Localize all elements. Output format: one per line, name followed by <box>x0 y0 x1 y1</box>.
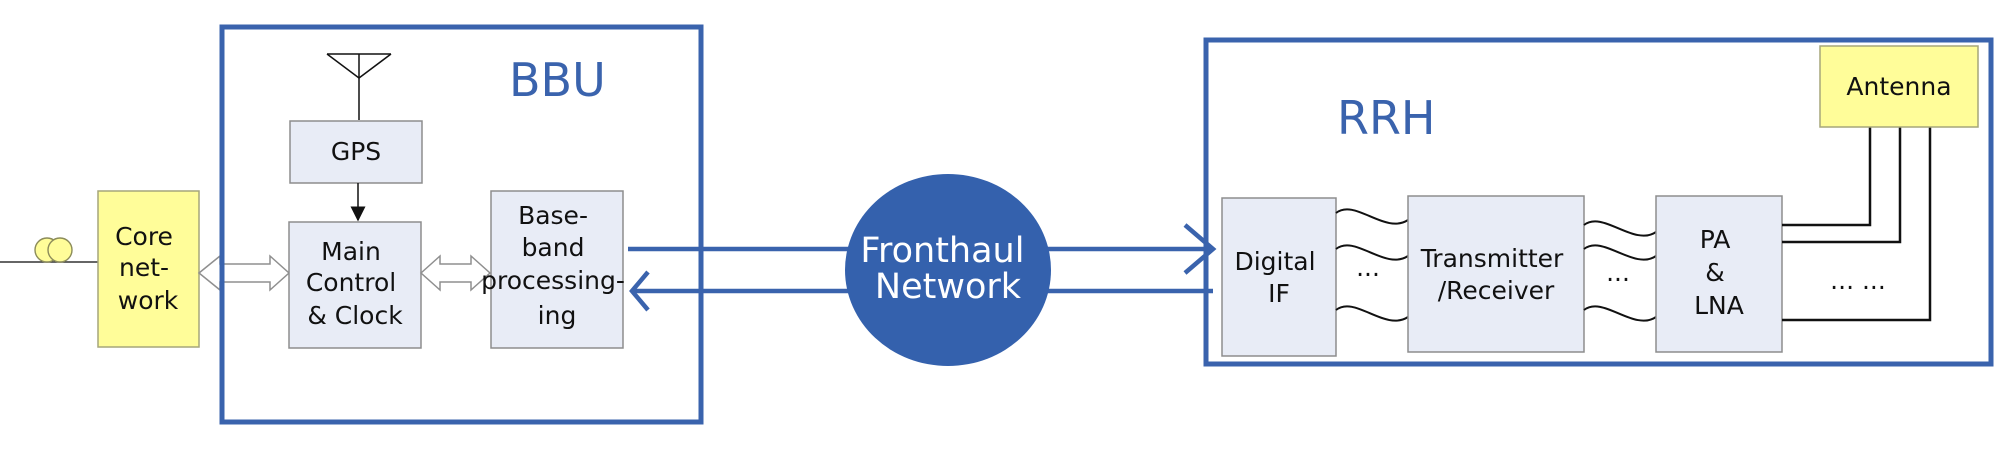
core-network-box: Core net- work <box>97 190 200 348</box>
fronthaul-line-1: Fronthaul <box>860 231 1024 271</box>
baseband-processing-label: Base- band processing- ing <box>481 201 633 330</box>
transceiver-line-1: Transmitter <box>1420 244 1564 273</box>
main-control-line-2: Control <box>306 268 396 297</box>
ellipsis-feed-lines: ... ... <box>1830 266 1886 295</box>
pa-lna-box: PA & LNA <box>1655 195 1783 353</box>
baseband-line-3: processing- <box>481 266 625 295</box>
baseband-line-4: ing <box>538 301 577 330</box>
main-control-clock-box: Main Control & Clock <box>288 221 422 349</box>
digital-if-line-1: Digital <box>1234 247 1315 276</box>
gps-box: GPS <box>289 120 423 184</box>
baseband-processing-box: Base- band processing- ing <box>481 190 633 349</box>
pa-lna-line-1: PA <box>1700 225 1731 254</box>
bbu-frame <box>219 24 704 425</box>
ellipsis-transceiver-pa: ... <box>1606 258 1630 287</box>
digital-if-line-2: IF <box>1268 279 1290 308</box>
fronthaul-line-2: Network <box>875 267 1022 307</box>
digital-if-label: Digital IF <box>1234 247 1323 308</box>
pa-lna-label: PA & LNA <box>1694 225 1744 320</box>
transceiver-line-2: /Receiver <box>1438 276 1555 305</box>
fronthaul-network-cloud: Fronthaul Network <box>845 174 1051 366</box>
gps-label: GPS <box>331 137 381 166</box>
bbu-title: BBU <box>509 53 606 107</box>
antenna-feed-lines <box>1782 127 1932 322</box>
ellipsis-if-transceiver: ... <box>1356 253 1380 282</box>
core-network-line-2: net- <box>119 253 169 282</box>
rrh-title: RRH <box>1337 91 1436 145</box>
main-control-line-1: Main <box>321 237 381 266</box>
core-network-line-1: Core <box>115 222 173 251</box>
transmitter-receiver-label: Transmitter /Receiver <box>1420 244 1572 305</box>
transmitter-receiver-box: Transmitter /Receiver <box>1407 195 1585 353</box>
digital-if-box: Digital IF <box>1221 197 1337 357</box>
if-to-transceiver-links <box>1335 208 1409 322</box>
core-to-control-double-arrow <box>197 254 291 292</box>
core-network-line-3: work <box>118 286 179 315</box>
core-network-link-icon <box>0 237 98 263</box>
fronthaul-network-label: Fronthaul Network <box>860 231 1035 307</box>
control-to-baseband-double-arrow <box>419 254 492 292</box>
baseband-line-2: band <box>522 233 585 262</box>
baseband-line-1: Base- <box>518 201 588 230</box>
antenna-label: Antenna <box>1846 72 1951 101</box>
antenna-box: Antenna <box>1819 45 1979 128</box>
transceiver-to-pa-links <box>1583 220 1657 322</box>
pa-lna-line-3: LNA <box>1694 291 1744 320</box>
main-control-clock-label: Main Control & Clock <box>306 237 404 330</box>
rrh-frame <box>1203 37 1994 367</box>
core-network-label: Core net- work <box>115 222 181 315</box>
main-control-line-3: & Clock <box>307 301 403 330</box>
pa-lna-line-2: & <box>1705 258 1725 287</box>
gps-antenna-icon <box>326 53 392 120</box>
